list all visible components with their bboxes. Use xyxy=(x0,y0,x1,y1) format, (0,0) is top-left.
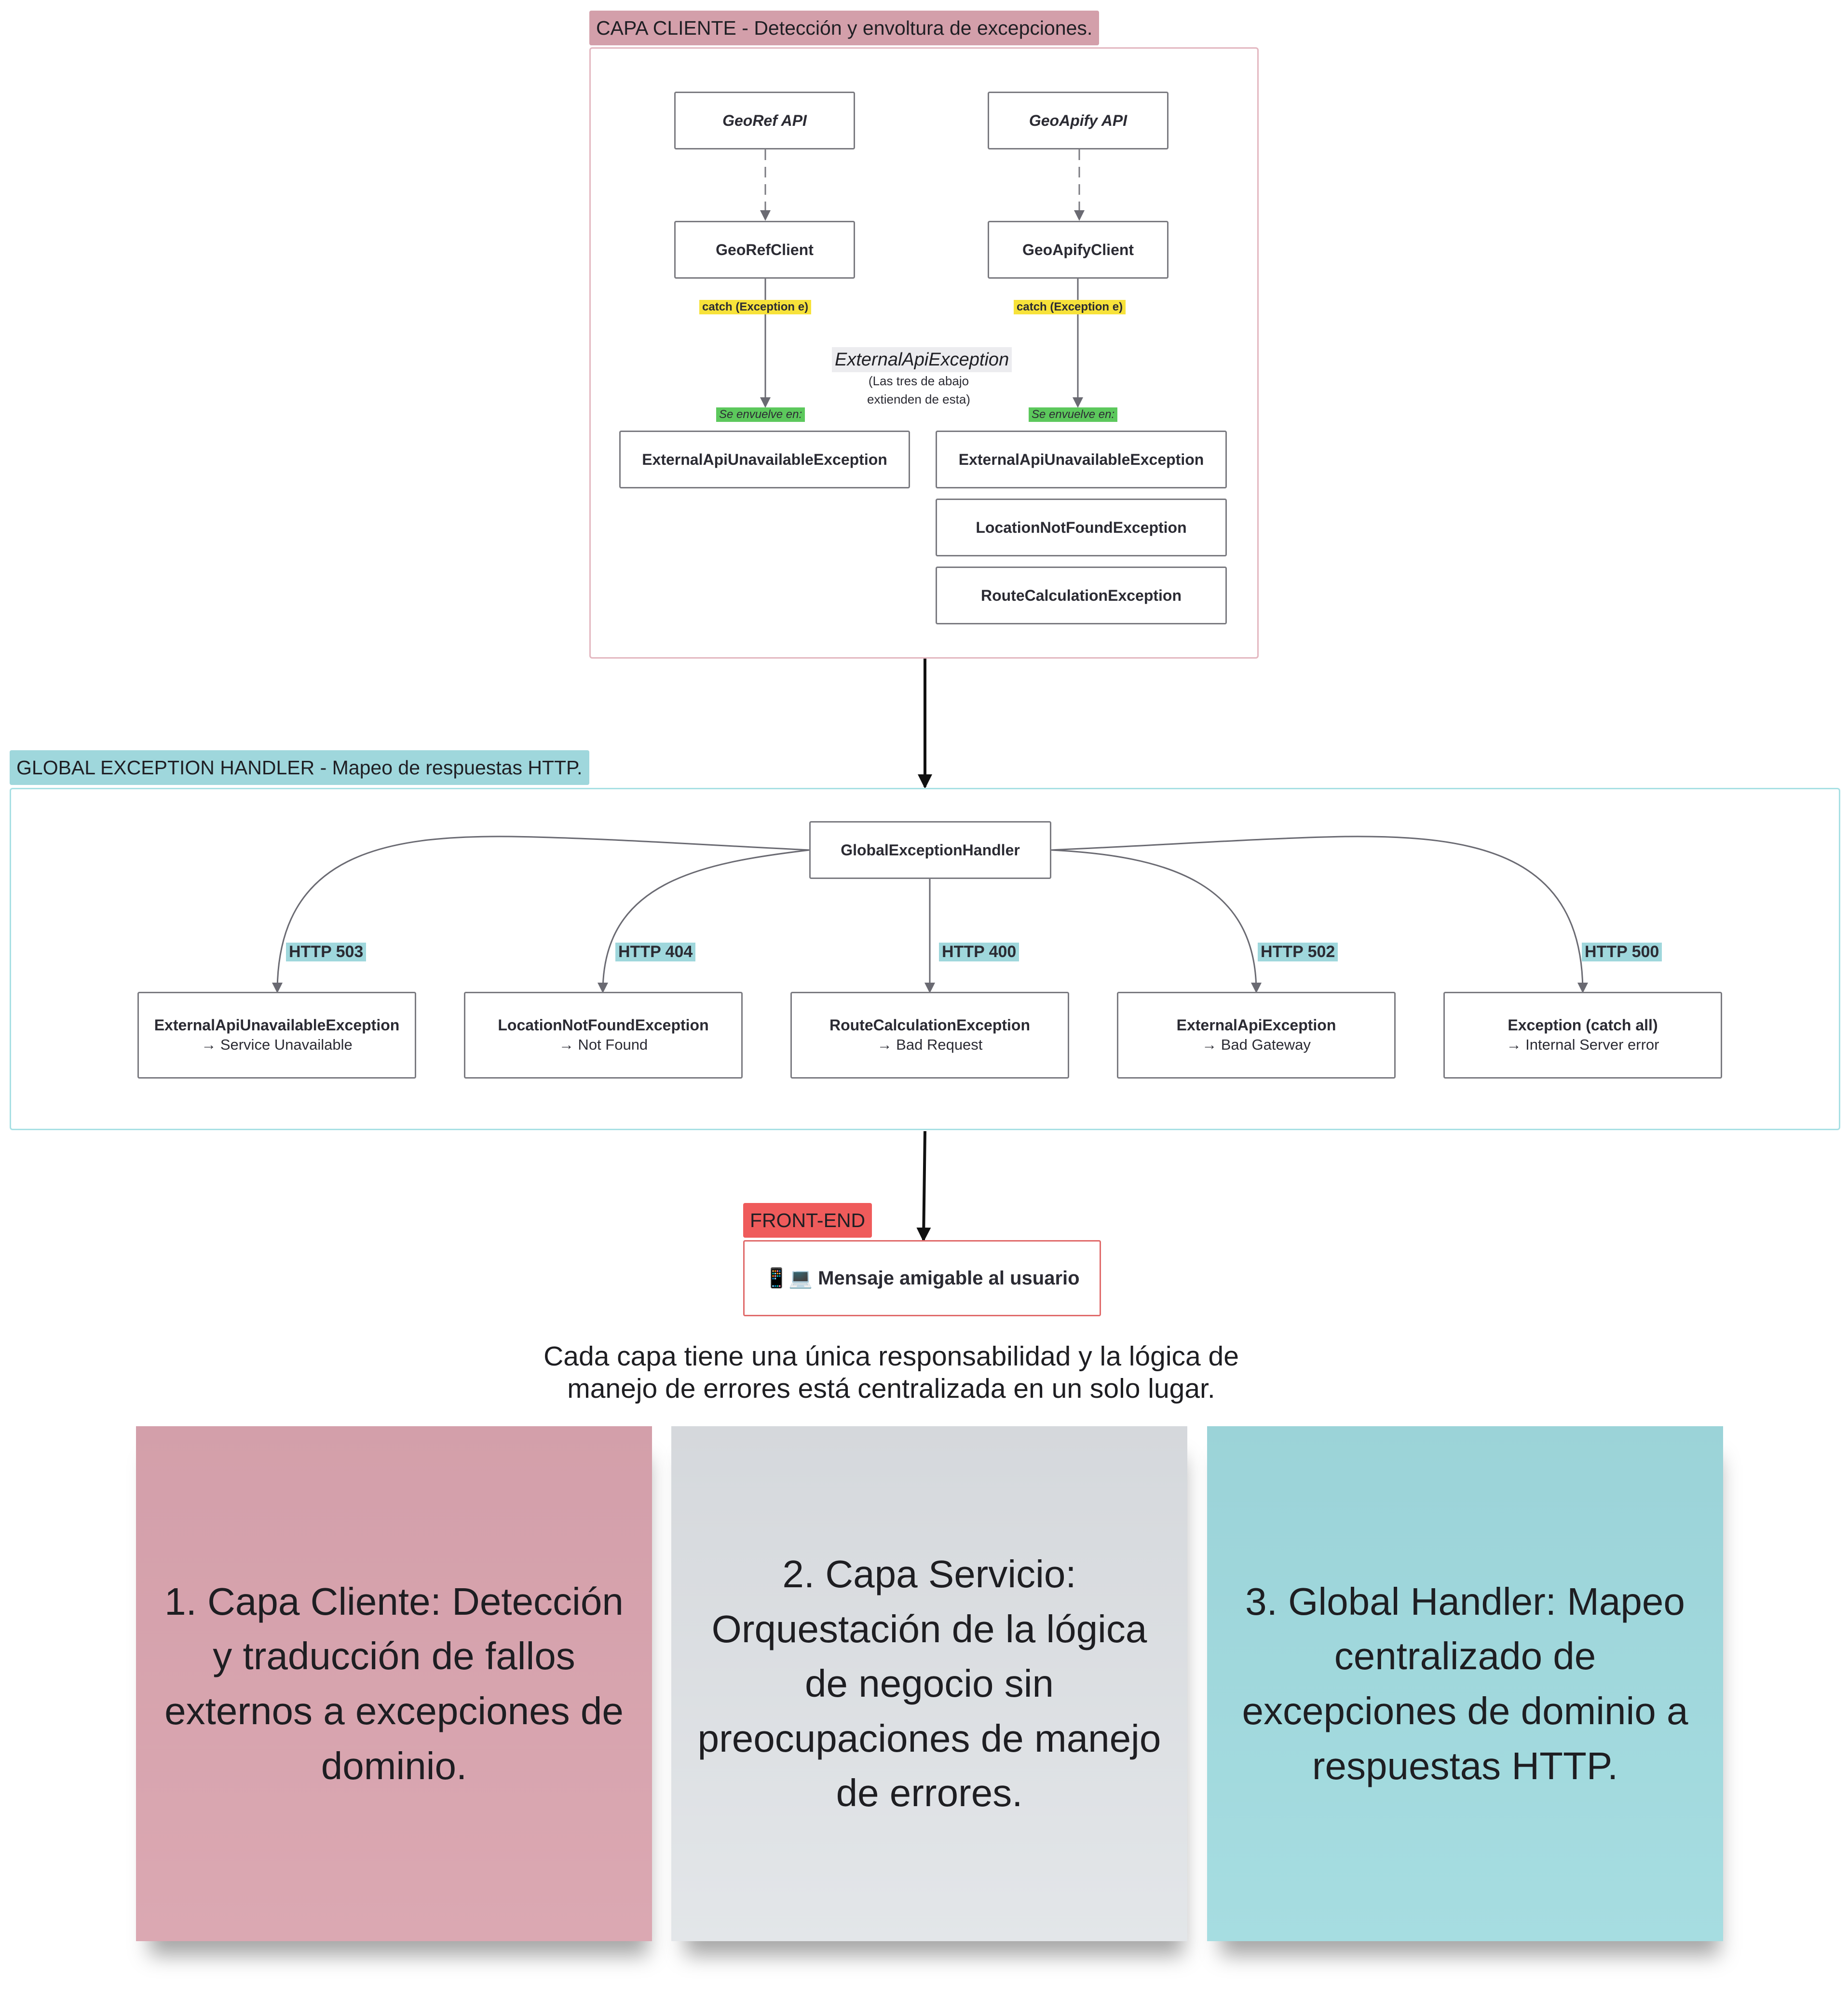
sticky-note-service-layer: 2. Capa Servicio: Orquestación de la lóg… xyxy=(671,1426,1187,1941)
wrap-label-left: Se envuelve en: xyxy=(716,407,805,422)
wrap-label-right: Se envuelve en: xyxy=(1029,407,1118,422)
summary-line-2: manejo de errores está centralizada en u… xyxy=(567,1373,1215,1404)
base-exception-note-line-2: extienden de esta) xyxy=(867,392,970,406)
curve-to-502 xyxy=(1051,849,1262,993)
mapping-404-response: → Not Found xyxy=(558,1036,648,1054)
client-layer-title: CAPA CLIENTE - Detección y envoltura de … xyxy=(589,11,1100,45)
mapping-502-box: ExternalApiException → Bad Gateway xyxy=(1117,992,1396,1079)
mapping-400-response: → Bad Request xyxy=(877,1036,983,1054)
summary-text: Cada capa tiene una única responsabilida… xyxy=(434,1340,1348,1405)
georef-api-box: GeoRef API xyxy=(674,92,855,149)
left-unavailable-exception-label: ExternalApiUnavailableException xyxy=(642,451,887,468)
route-calculation-exception-box: RouteCalculationException xyxy=(936,567,1227,624)
base-exception-note-line-1: (Las tres de abajo xyxy=(868,374,969,388)
arrow-handler-to-frontend xyxy=(916,1131,931,1242)
http-500-label: HTTP 500 xyxy=(1582,943,1662,961)
http-400-label: HTTP 400 xyxy=(939,943,1019,961)
mapping-400-box: RouteCalculationException → Bad Request xyxy=(790,992,1069,1079)
sticky-note-handler-text: 3. Global Handler: Mapeo centralizado de… xyxy=(1242,1580,1688,1787)
georef-client-label: GeoRefClient xyxy=(716,241,814,258)
geoapify-api-box: GeoApify API xyxy=(988,92,1169,149)
sticky-note-service-text: 2. Capa Servicio: Orquestación de la lóg… xyxy=(697,1553,1161,1815)
georef-client-box: GeoRefClient xyxy=(674,221,855,279)
mapping-503-exception: ExternalApiUnavailableException xyxy=(154,1016,400,1034)
mapping-400-exception: RouteCalculationException xyxy=(829,1016,1031,1034)
handler-layer-title: GLOBAL EXCEPTION HANDLER - Mapeo de resp… xyxy=(10,750,589,785)
mapping-503-response: → Service Unavailable xyxy=(201,1036,353,1054)
left-unavailable-exception-box: ExternalApiUnavailableException xyxy=(619,431,910,488)
right-unavailable-exception-label: ExternalApiUnavailableException xyxy=(958,451,1204,468)
mapping-500-exception: Exception (catch all) xyxy=(1508,1016,1658,1034)
mapping-500-response: → Internal Server error xyxy=(1506,1036,1659,1054)
curve-to-404 xyxy=(598,849,810,993)
mapping-503-box: ExternalApiUnavailableException → Servic… xyxy=(137,992,416,1079)
geoapify-client-box: GeoApifyClient xyxy=(988,221,1169,279)
sticky-note-client-layer: 1. Capa Cliente: Detección y traducción … xyxy=(136,1426,652,1941)
sticky-note-client-text: 1. Capa Cliente: Detección y traducción … xyxy=(164,1580,624,1787)
frontend-message-label: 📱💻 Mensaje amigable al usuario xyxy=(764,1268,1080,1289)
http-503-label: HTTP 503 xyxy=(286,943,367,961)
curve-to-503 xyxy=(272,836,810,993)
global-exception-handler-box: GlobalExceptionHandler xyxy=(809,821,1051,879)
catch-label-left: catch (Exception e) xyxy=(699,300,812,314)
mapping-404-box: LocationNotFoundException → Not Found xyxy=(464,992,743,1079)
summary-line-1: Cada capa tiene una única responsabilida… xyxy=(544,1341,1239,1372)
catch-label-right: catch (Exception e) xyxy=(1014,300,1126,314)
curve-to-500 xyxy=(1051,836,1588,993)
location-not-found-exception-label: LocationNotFoundException xyxy=(976,519,1187,536)
sticky-note-handler-layer: 3. Global Handler: Mapeo centralizado de… xyxy=(1207,1426,1723,1941)
geoapify-api-label: GeoApify API xyxy=(1029,112,1128,129)
http-404-label: HTTP 404 xyxy=(615,943,696,961)
mapping-500-box: Exception (catch all) → Internal Server … xyxy=(1443,992,1722,1079)
georef-api-label: GeoRef API xyxy=(722,112,807,129)
geoapify-client-label: GeoApifyClient xyxy=(1022,241,1134,258)
client-layer-frame xyxy=(589,47,1259,659)
route-calculation-exception-label: RouteCalculationException xyxy=(980,587,1182,604)
base-exception-note: (Las tres de abajo extienden de esta) xyxy=(820,372,1018,408)
frontend-title: FRONT-END xyxy=(743,1203,872,1238)
http-502-label: HTTP 502 xyxy=(1258,943,1338,961)
location-not-found-exception-box: LocationNotFoundException xyxy=(936,499,1227,556)
right-unavailable-exception-box: ExternalApiUnavailableException xyxy=(936,431,1227,488)
base-exception-label: ExternalApiException xyxy=(832,347,1012,372)
mapping-404-exception: LocationNotFoundException xyxy=(498,1016,709,1034)
handler-layer-frame xyxy=(10,788,1840,1130)
frontend-message-box: 📱💻 Mensaje amigable al usuario xyxy=(743,1240,1101,1316)
mapping-502-response: → Bad Gateway xyxy=(1202,1036,1311,1054)
global-exception-handler-label: GlobalExceptionHandler xyxy=(841,841,1020,859)
mapping-502-exception: ExternalApiException xyxy=(1176,1016,1336,1034)
